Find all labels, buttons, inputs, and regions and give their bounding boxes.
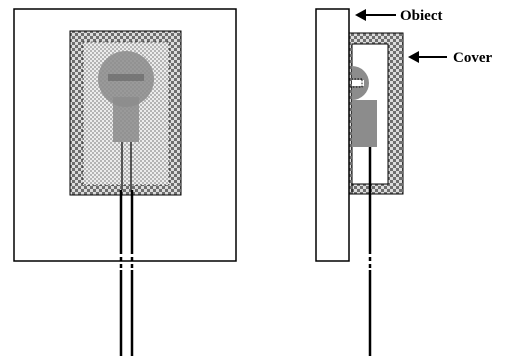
- front-view: [13, 8, 237, 356]
- light-direction-icon: [321, 74, 363, 92]
- left-arrow-icon: [408, 51, 447, 63]
- side-view: Obiect Cover: [315, 8, 492, 356]
- object-plate-side: [315, 8, 350, 262]
- label-cover: Cover: [453, 50, 492, 66]
- left-arrow-icon: [355, 9, 396, 21]
- label-object: Obiect: [400, 8, 443, 24]
- bulb-sensor-icon: [98, 51, 154, 190]
- bulb-sensor-side-icon: [352, 66, 377, 147]
- sensor-leads-front: [119, 190, 134, 356]
